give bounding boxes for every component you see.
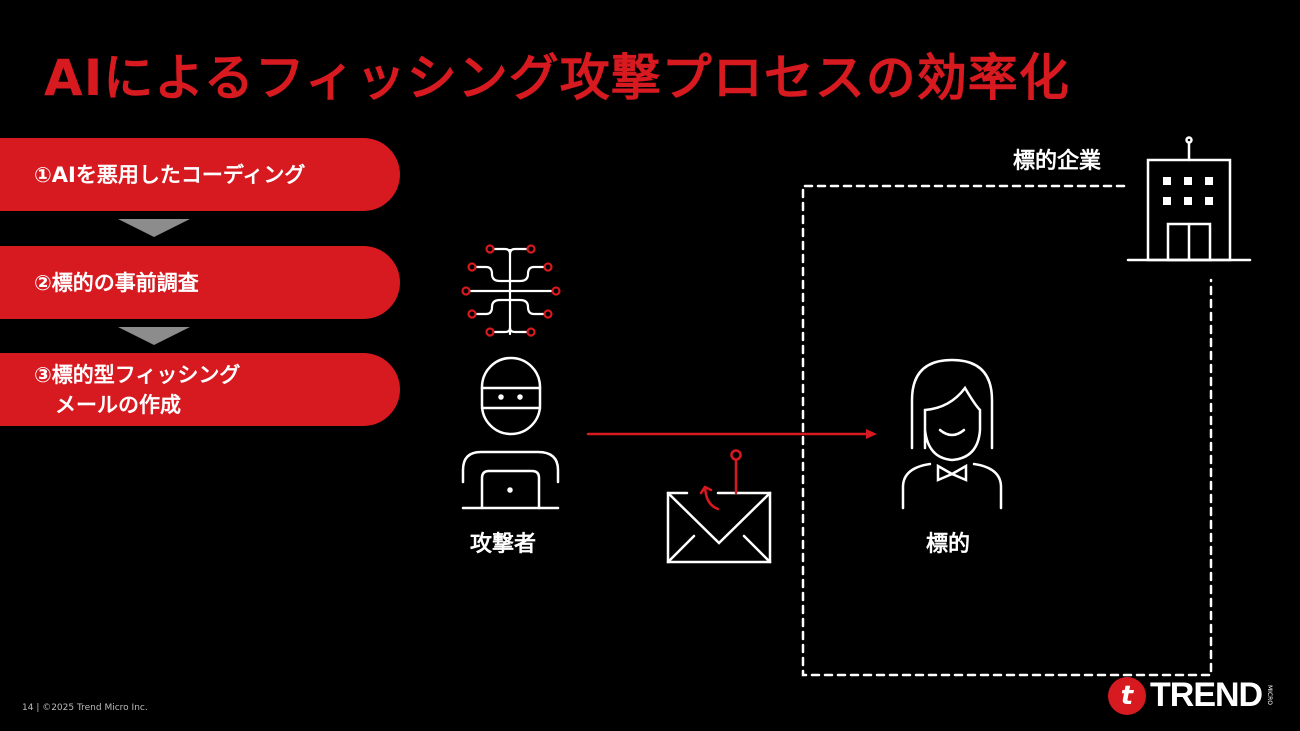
target-label: 標的 xyxy=(926,532,971,557)
target-person-icon xyxy=(901,358,1003,510)
step-1: ①AIを悪用したコーディング xyxy=(0,138,400,211)
step-3: ③標的型フィッシング メールの作成 xyxy=(0,353,400,426)
target-company-boundary xyxy=(801,184,1213,677)
target-company-label: 標的企業 xyxy=(1013,149,1102,174)
step-3-label: ③標的型フィッシング メールの作成 xyxy=(34,362,241,417)
step-2-label: ②標的の事前調査 xyxy=(34,270,199,295)
step-2: ②標的の事前調査 xyxy=(0,246,400,319)
down-arrow-icon xyxy=(118,219,190,237)
footer-copyright: 14 | ©2025 Trend Micro Inc. xyxy=(22,703,148,713)
step-1-label: ①AIを悪用したコーディング xyxy=(34,162,306,187)
building-icon xyxy=(1126,136,1252,262)
down-arrow-icon xyxy=(118,327,190,345)
send-arrow xyxy=(586,429,877,439)
ai-circuit-icon xyxy=(461,244,561,337)
logo-word: TREND xyxy=(1150,676,1263,714)
logo-micro: MICRO xyxy=(1266,685,1274,706)
slide-title: AIによるフィッシング攻撃プロセスの効率化 xyxy=(44,49,1070,107)
trend-micro-logo: t TREND MICRO xyxy=(1108,676,1273,715)
attacker-icon xyxy=(461,356,560,510)
logo-mark: t xyxy=(1108,676,1146,715)
phishing-email-icon xyxy=(666,449,772,564)
attacker-label: 攻撃者 xyxy=(470,532,537,557)
